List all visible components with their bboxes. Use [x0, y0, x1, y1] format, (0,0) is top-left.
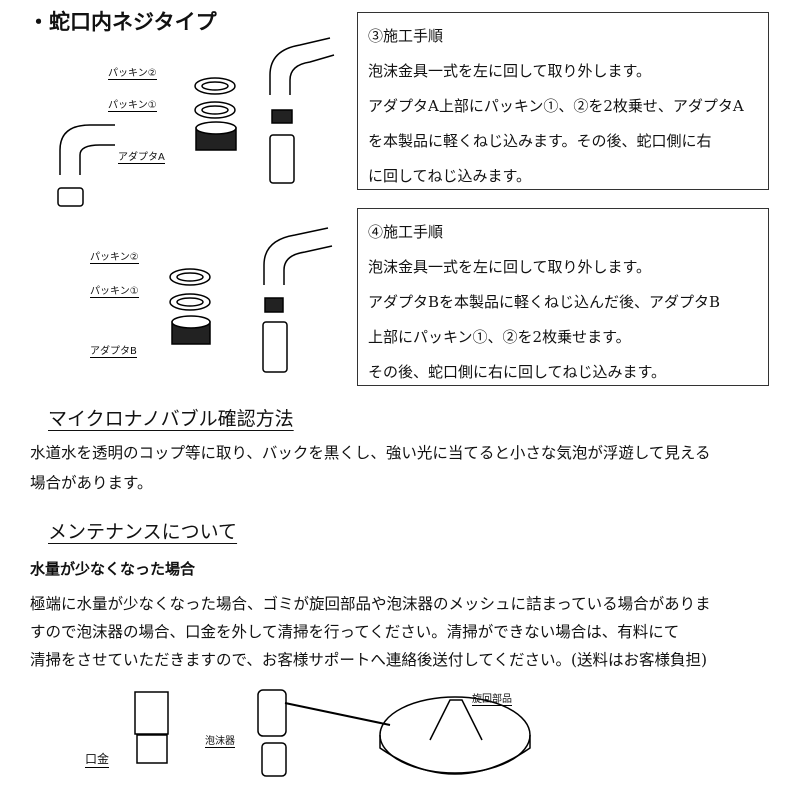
- text-line: 極端に水量が少なくなった場合、ゴミが旋回部品や泡沫器のメッシュに詰まっている場合…: [30, 595, 711, 613]
- bubble-heading: マイクロナノバブル確認方法: [48, 408, 294, 430]
- mouthpiece-illustration: [134, 691, 169, 764]
- step3-box: ③施工手順 泡沫金具一式を左に回して取り外します。 アダプタA上部にパッキン①、…: [357, 12, 769, 190]
- packing-rings-a: [194, 77, 237, 151]
- label-packing2-a: パッキン②: [108, 64, 157, 80]
- product-assembly-a: [269, 37, 335, 184]
- step4-line: アダプタBを本製品に軽くねじ込んだ後、アダプタB: [368, 293, 721, 311]
- label-aerator: 泡沫器: [205, 732, 235, 748]
- step3-line: を本製品に軽くねじ込みます。その後、蛇口側に右: [368, 132, 712, 150]
- text-line: 水道水を透明のコップ等に取り、バックを黒くし、強い光に当てると小さな気泡が浮遊し…: [30, 444, 711, 462]
- step4-line: 上部にパッキン①、②を2枚乗せます。: [368, 328, 631, 346]
- maintenance-text: 極端に水量が少なくなった場合、ゴミが旋回部品や泡沫器のメッシュに詰まっている場合…: [30, 590, 780, 674]
- label-mouthpiece: 口金: [85, 752, 110, 768]
- text-line: 清掃をさせていただきますので、お客様サポートへ連絡後送付してください。(送料はお…: [30, 651, 708, 669]
- step4-line: 泡沫金具一式を左に回して取り外します。: [368, 258, 652, 276]
- step3-line: に回してねじ込みます。: [368, 167, 532, 185]
- step3-line: アダプタA上部にパッキン①、②を2枚乗せ、アダプタA: [368, 97, 744, 115]
- bubble-text: 水道水を透明のコップ等に取り、バックを黒くし、強い光に当てると小さな気泡が浮遊し…: [30, 438, 780, 498]
- label-packing1-a: パッキン①: [108, 96, 157, 112]
- label-adapter-a: アダプタA: [118, 148, 165, 164]
- aerator-illustration: [257, 689, 391, 777]
- step4-box: ④施工手順 泡沫金具一式を左に回して取り外します。 アダプタBを本製品に軽くねじ…: [357, 208, 769, 386]
- text-line: 場合があります。: [30, 474, 153, 492]
- step4-line: その後、蛇口側に右に回してねじ込みます。: [368, 363, 667, 381]
- label-packing1-b: パッキン①: [90, 282, 139, 298]
- maintenance-heading: メンテナンスについて: [48, 521, 238, 543]
- product-assembly-b: [262, 227, 333, 373]
- swirl-part-illustration: [379, 696, 531, 775]
- packing-rings-b: [169, 268, 211, 345]
- step3-heading: ③施工手順: [368, 27, 444, 45]
- label-swirl-part: 旋回部品: [472, 690, 512, 706]
- step3-line: 泡沫金具一式を左に回して取り外します。: [368, 62, 652, 80]
- text-line: すので泡沫器の場合、口金を外して清掃を行ってください。清掃ができない場合は、有料…: [30, 623, 680, 641]
- label-packing2-b: パッキン②: [90, 248, 139, 264]
- step4-heading: ④施工手順: [368, 223, 444, 241]
- maintenance-subheading: 水量が少なくなった場合: [30, 560, 196, 578]
- label-adapter-b: アダプタB: [90, 342, 137, 358]
- section-title: ・蛇口内ネジタイプ: [28, 10, 217, 34]
- faucet-illustration-a: [57, 124, 115, 207]
